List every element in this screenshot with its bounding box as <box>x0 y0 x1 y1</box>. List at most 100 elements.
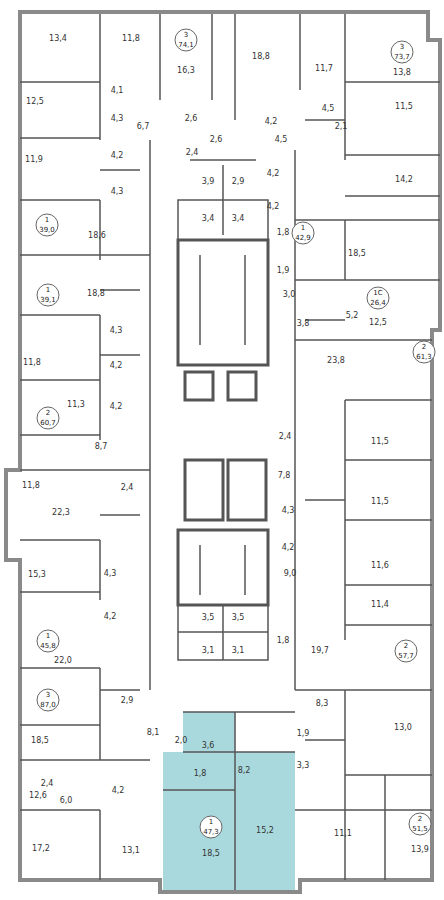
apartment-tag: 2 <box>404 642 408 651</box>
walls <box>20 14 440 890</box>
area-label: 2,4 <box>186 148 199 157</box>
apartment-tag: 1 <box>46 632 50 641</box>
apartment-tag: 2 <box>418 815 422 824</box>
area-label: 14,2 <box>395 175 413 184</box>
area-label: 13,1 <box>122 846 140 855</box>
area-label: 3,4 <box>232 214 245 223</box>
area-label: 8,3 <box>316 699 329 708</box>
area-label: 4,2 <box>282 543 295 552</box>
area-label: 1,9 <box>297 729 310 738</box>
area-label: 11,6 <box>371 561 389 570</box>
area-label: 11,8 <box>22 481 40 490</box>
area-label: 4,2 <box>104 612 117 621</box>
area-label: 4,2 <box>265 117 278 126</box>
apartment-tag: 39,0 <box>39 226 55 235</box>
apartment-tag: 60,7 <box>40 419 56 428</box>
area-label: 4,5 <box>322 104 335 113</box>
area-label: 11,5 <box>395 102 413 111</box>
apartment-tag: 39,1 <box>40 296 56 305</box>
area-label: 13,9 <box>411 845 429 854</box>
apartment-tag: 2 <box>46 409 50 418</box>
area-label: 18,8 <box>252 52 270 61</box>
apartment-tag: 3 <box>184 31 188 40</box>
area-label: 4,2 <box>267 202 280 211</box>
apartment-tag: 1 <box>46 286 50 295</box>
area-label: 23,8 <box>327 356 345 365</box>
area-label: 2,0 <box>175 736 188 745</box>
area-label: 16,3 <box>177 66 195 75</box>
apartment-tag: 3 <box>400 43 404 52</box>
area-label: 1,8 <box>277 636 290 645</box>
apartment-tag: 87,0 <box>40 701 56 710</box>
area-label: 3,9 <box>202 177 215 186</box>
apartment-tag: 1 <box>209 818 213 827</box>
area-label: 13,8 <box>393 68 411 77</box>
area-label: 11,4 <box>371 600 389 609</box>
area-label: 1,9 <box>277 266 290 275</box>
area-label: 12,6 <box>29 791 47 800</box>
apartment-tag: 57,7 <box>398 652 414 661</box>
area-label: 4,2 <box>111 151 124 160</box>
apartment-tag: 1 <box>45 216 49 225</box>
area-label: 4,2 <box>110 361 123 370</box>
apartment-tag: 51,5 <box>412 825 428 834</box>
area-label: 18,5 <box>348 249 366 258</box>
area-label: 3,4 <box>202 214 215 223</box>
apartment-tag: 74,1 <box>178 41 194 50</box>
area-label: 1,8 <box>194 769 207 778</box>
area-label: 18,6 <box>88 231 106 240</box>
area-label: 3,3 <box>297 761 310 770</box>
apartment-number-circles <box>36 29 435 838</box>
area-label: 3,0 <box>283 290 296 299</box>
area-label: 2,4 <box>121 483 134 492</box>
apartment-tag: 61,3 <box>416 353 432 362</box>
area-label: 11,9 <box>25 155 43 164</box>
area-label: 11,5 <box>371 497 389 506</box>
area-label: 11,5 <box>371 437 389 446</box>
apartment-tag: 47,3 <box>203 828 219 837</box>
area-label: 2,6 <box>210 135 223 144</box>
area-label: 4,2 <box>267 169 280 178</box>
area-label: 15,3 <box>28 570 46 579</box>
area-label: 2,1 <box>335 122 348 131</box>
area-label: 13,0 <box>394 723 412 732</box>
area-label: 17,2 <box>32 844 50 853</box>
area-label: 2,9 <box>232 177 245 186</box>
area-label: 4,3 <box>110 326 123 335</box>
area-label: 4,3 <box>111 114 124 123</box>
area-label: 4,2 <box>112 786 125 795</box>
area-label: 1,8 <box>277 228 290 237</box>
area-label: 3,5 <box>202 613 215 622</box>
area-label: 4,5 <box>275 135 288 144</box>
area-label: 2,6 <box>185 114 198 123</box>
apartment-tag: 1 <box>301 224 305 233</box>
area-label: 4,3 <box>111 187 124 196</box>
area-label: 3,1 <box>202 646 215 655</box>
area-label: 11,1 <box>334 829 352 838</box>
area-label: 8,1 <box>147 728 160 737</box>
area-label: 13,4 <box>49 34 67 43</box>
area-label: 11,7 <box>315 64 333 73</box>
apartment-tag: 1С <box>373 289 382 298</box>
area-label: 12,5 <box>26 97 44 106</box>
area-label: 2,9 <box>121 696 134 705</box>
area-label: 3,1 <box>232 646 245 655</box>
area-label: 22,3 <box>52 508 70 517</box>
area-label: 4,3 <box>282 506 295 515</box>
apartment-tag: 42,9 <box>295 234 311 243</box>
area-label: 11,3 <box>67 400 85 409</box>
apartment-tag: 26,4 <box>370 299 386 308</box>
apartment-tag: 3 <box>46 691 50 700</box>
area-label: 4,3 <box>104 569 117 578</box>
apartment-tag: 73,7 <box>394 53 410 62</box>
area-label: 11,8 <box>23 358 41 367</box>
area-label: 9,0 <box>284 569 297 578</box>
area-label: 2,4 <box>279 432 292 441</box>
outer-wall <box>6 12 440 892</box>
area-label: 19,7 <box>311 646 329 655</box>
area-label: 18,8 <box>87 289 105 298</box>
highlighted-apartment <box>163 712 295 890</box>
area-label: 3,8 <box>297 319 310 328</box>
area-label: 6,7 <box>137 122 150 131</box>
area-label: 8,7 <box>95 442 108 451</box>
